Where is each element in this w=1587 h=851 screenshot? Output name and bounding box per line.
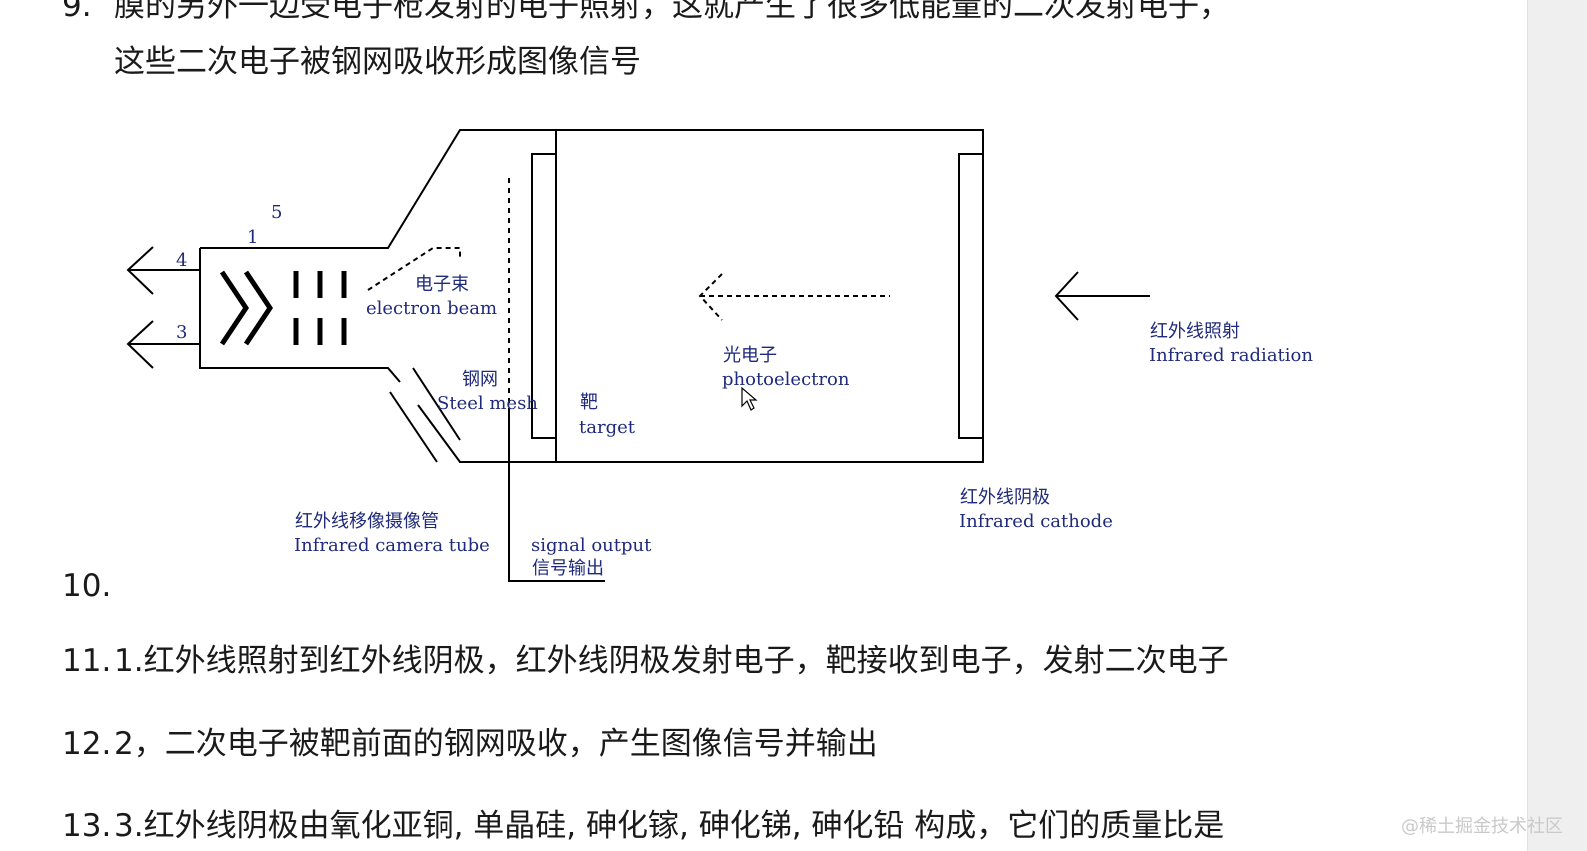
label-5: 5 bbox=[271, 202, 282, 223]
list-number: 13. bbox=[62, 808, 112, 844]
list-item-11: 11.1.红外线照射到红外线阴极，红外线阴极发射电子，靶接收到电子，发射二次电子 bbox=[62, 643, 1229, 679]
signal-output-lead bbox=[508, 410, 605, 582]
list-item-10: 10. bbox=[62, 568, 111, 604]
target-cn: 靶 bbox=[580, 392, 598, 413]
diagram-labels: 5 1 4 3 电子束 electron beam 钢网 Steel mesh … bbox=[176, 202, 1313, 579]
terminal-4 bbox=[126, 246, 200, 295]
photoelectron-cn: 光电子 bbox=[723, 345, 777, 366]
vertical-scrollbar[interactable] bbox=[1527, 0, 1587, 851]
electron-gun bbox=[219, 270, 347, 346]
cathode-plate bbox=[958, 153, 984, 439]
list-item-13: 13.3.红外线阴极由氧化亚铜, 单晶硅, 砷化镓, 砷化锑, 砷化铅 构成，它… bbox=[62, 808, 1224, 844]
list-item-9-continued: 这些二次电子被钢网吸收形成图像信号 bbox=[114, 44, 641, 80]
steel-mesh-en: Steel mesh bbox=[437, 393, 538, 414]
list-item-12: 12.2，二次电子被靶前面的钢网吸收，产生图像信号并输出 bbox=[62, 726, 878, 762]
signal-output-en: signal output bbox=[531, 535, 652, 556]
list-text: 膜的另外一边受电子枪发射的电子照射，这就产生了很多低能量的二次发射电子， bbox=[114, 0, 1230, 24]
infrared-cathode-en: Infrared cathode bbox=[959, 511, 1113, 532]
steel-mesh-cn: 钢网 bbox=[462, 369, 498, 390]
list-text: 1.红外线照射到红外线阴极，红外线阴极发射电子，靶接收到电子，发射二次电子 bbox=[114, 643, 1229, 679]
infrared-camera-tube-diagram: 5 1 4 3 电子束 electron beam 钢网 Steel mesh … bbox=[126, 129, 1313, 582]
tube-outline bbox=[126, 129, 1150, 582]
electron-beam-en: electron beam bbox=[366, 298, 497, 319]
list-number: 12. bbox=[62, 726, 112, 762]
infrared-radiation-cn: 红外线照射 bbox=[1150, 321, 1240, 342]
electron-beam-path bbox=[367, 247, 461, 291]
label-4: 4 bbox=[176, 250, 187, 271]
photoelectron-en: photoelectron bbox=[722, 369, 850, 390]
list-text: 这些二次电子被钢网吸收形成图像信号 bbox=[114, 44, 641, 80]
label-3: 3 bbox=[176, 322, 187, 343]
infrared-cathode-cn: 红外线阴极 bbox=[960, 487, 1050, 508]
camera-tube-cn: 红外线移像摄像管 bbox=[295, 511, 439, 532]
camera-tube-en: Infrared camera tube bbox=[294, 535, 490, 556]
electron-beam-cn: 电子束 bbox=[415, 274, 469, 295]
list-text: 3.红外线阴极由氧化亚铜, 单晶硅, 砷化镓, 砷化锑, 砷化铅 构成，它们的质… bbox=[114, 808, 1225, 844]
signal-output-cn: 信号输出 bbox=[532, 558, 604, 579]
list-number: 9. bbox=[62, 0, 92, 24]
terminal-3 bbox=[126, 320, 200, 369]
label-1: 1 bbox=[247, 227, 258, 248]
mouse-cursor-icon bbox=[741, 386, 758, 411]
watermark: @稀土掘金技术社区 bbox=[1401, 816, 1563, 837]
list-number: 11. bbox=[62, 643, 112, 679]
list-number: 10. bbox=[62, 568, 112, 604]
list-text: 2，二次电子被靶前面的钢网吸收，产生图像信号并输出 bbox=[114, 726, 878, 762]
infrared-radiation-en: Infrared radiation bbox=[1149, 345, 1313, 366]
target-en: target bbox=[579, 417, 636, 438]
list-item-9: 9. 膜的另外一边受电子枪发射的电子照射，这就产生了很多低能量的二次发射电子， bbox=[62, 0, 1230, 24]
